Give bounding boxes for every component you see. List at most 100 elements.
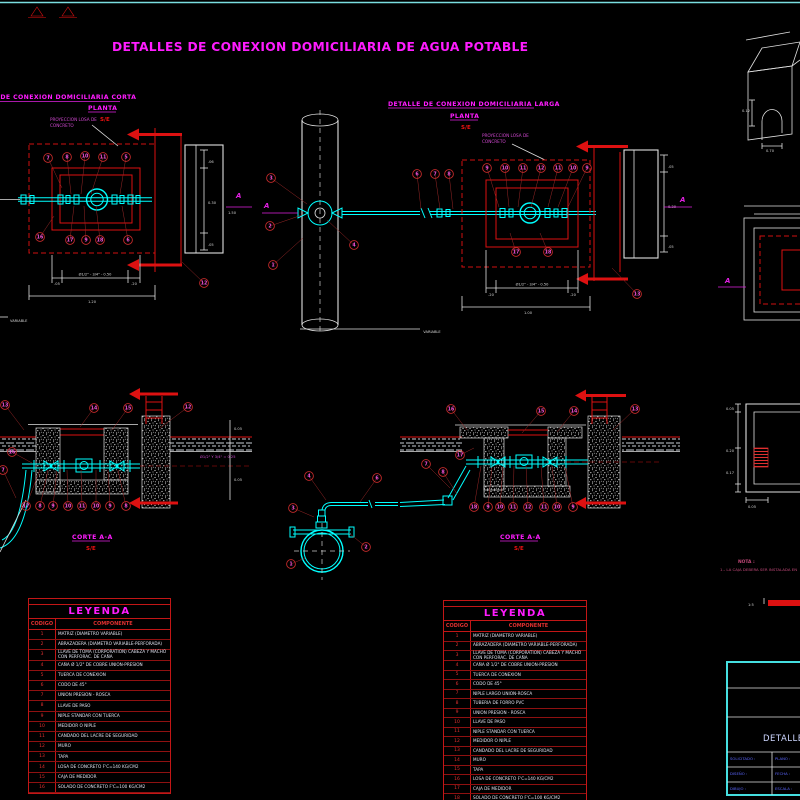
callout-circle xyxy=(500,163,510,173)
legend-component: MATRIZ (DIAMETRO VARIABLE) xyxy=(58,631,123,637)
callout-number: 18 xyxy=(471,505,478,511)
callout-circle xyxy=(444,169,454,179)
callout-leader xyxy=(272,237,304,266)
legend-component: LLAVE DE PASO xyxy=(473,719,506,725)
callout-number: 8 xyxy=(124,504,128,510)
callout-leader xyxy=(326,219,355,246)
muro xyxy=(141,415,171,509)
callout-number: 10 xyxy=(570,166,577,172)
svg-text:0.05: 0.05 xyxy=(234,478,242,482)
legend-component: CODO DE 45° xyxy=(473,681,502,687)
svg-text:VARIABLE: VARIABLE xyxy=(10,319,28,323)
caja-outer xyxy=(485,179,579,248)
callout-circle xyxy=(511,247,521,257)
legend-component: MEDIDOR O NIPLE xyxy=(58,723,96,728)
legend-component: CANDADO DEL LACRE DE SEGURIDAD xyxy=(58,733,138,739)
legend-code: 7 xyxy=(29,691,56,701)
callout-circle xyxy=(349,240,359,250)
caja-outer xyxy=(51,167,141,231)
callout-number: 12 xyxy=(185,405,192,411)
callout-circle xyxy=(121,501,131,511)
svg-text:0.05: 0.05 xyxy=(748,505,756,509)
callout-circle xyxy=(77,501,87,511)
callout-leader xyxy=(290,557,306,565)
legend-component: LOSA DE CONCRETO f'c=140 kg/cm2 xyxy=(473,776,554,782)
caja-solado xyxy=(35,479,129,495)
legend-component: TAPA xyxy=(58,753,69,759)
legend-code: 14 xyxy=(444,756,471,765)
callout-number: 5 xyxy=(124,155,127,161)
svg-text:1.50: 1.50 xyxy=(228,211,237,215)
legend-code: 15 xyxy=(29,772,56,782)
callout-leader xyxy=(567,167,588,208)
muro-elevacion xyxy=(623,149,659,259)
callout-circle xyxy=(35,501,45,511)
callout-circle xyxy=(553,163,563,173)
callout-number: 13 xyxy=(634,292,641,298)
legend-code: 1 xyxy=(444,632,471,641)
callout-circle xyxy=(91,501,101,511)
callout-number: 12 xyxy=(201,281,208,287)
callout-circle xyxy=(569,406,579,416)
svg-text:0.70: 0.70 xyxy=(766,149,775,153)
callout-circle xyxy=(265,221,275,231)
callout-number: 12 xyxy=(538,166,545,172)
legend-code: 8 xyxy=(444,699,471,708)
legend-code: 7 xyxy=(444,689,471,699)
corta-plan: DETALLE DE CONEXION DOMICILIARIA CORTA P… xyxy=(0,94,252,323)
callout-number: 6 xyxy=(126,238,130,244)
abrazadera: A xyxy=(262,200,343,226)
callout-number: 14 xyxy=(571,409,578,415)
legend-component: LLAVE DE TOMA (CORPORATION) CABEZA Y MAC… xyxy=(473,650,582,660)
legend-component: LOSA DE CONCRETO f'c=140 kg/cm2 xyxy=(58,763,139,769)
callout-leader xyxy=(4,404,25,431)
legend-code: 4 xyxy=(444,661,471,670)
legend-code: 10 xyxy=(29,721,56,731)
callout-number: 2 xyxy=(268,224,271,230)
legend-component: MEDIDOR O NIPLE xyxy=(473,738,511,744)
callout-number: 10 xyxy=(93,504,100,510)
callout-leader xyxy=(525,465,529,508)
terreno-hatch xyxy=(622,438,680,451)
callout-leader xyxy=(540,465,545,508)
callout-circle xyxy=(89,403,99,413)
legend-code: 4 xyxy=(29,660,56,670)
callout-circle xyxy=(495,502,505,512)
callout-number: 17 xyxy=(513,250,520,256)
muro-elevacion xyxy=(184,144,224,254)
callout-number: 7 xyxy=(433,172,436,178)
larga-plan-title: DETALLE DE CONEXION DOMICILIARIA LARGA xyxy=(388,101,560,108)
legend-component: MURO xyxy=(473,757,486,763)
legend-component: NIPLE STANDAR CON TUERCA xyxy=(58,712,120,718)
caja-inner xyxy=(495,187,569,240)
callout-number: 14 xyxy=(91,406,98,412)
muro-hatch xyxy=(753,447,769,468)
callout-number: 13 xyxy=(2,403,9,409)
callout-circle xyxy=(95,235,105,245)
callout-number: 8 xyxy=(38,504,42,510)
svg-text:Ø1/2" - 3/4" - 0.50: Ø1/2" - 3/4" - 0.50 xyxy=(79,272,113,277)
svg-text:Ø1/2" - 3/4" - 0.50: Ø1/2" - 3/4" - 0.50 xyxy=(516,282,550,287)
legend-code: 9 xyxy=(444,708,471,718)
callout-leader xyxy=(499,465,504,508)
callout-number: 16 xyxy=(9,450,16,456)
larga-bottom-dims: .20 Ø1/2" - 3/4" - 0.50 .20 1.00 VARIABL… xyxy=(300,250,591,334)
losa xyxy=(459,426,509,439)
callout-leader xyxy=(25,469,41,507)
callout-leader xyxy=(292,507,315,518)
section-letter-a: A xyxy=(724,277,730,285)
legend-component: MURO xyxy=(58,743,71,749)
legend-code: 12 xyxy=(444,737,471,746)
